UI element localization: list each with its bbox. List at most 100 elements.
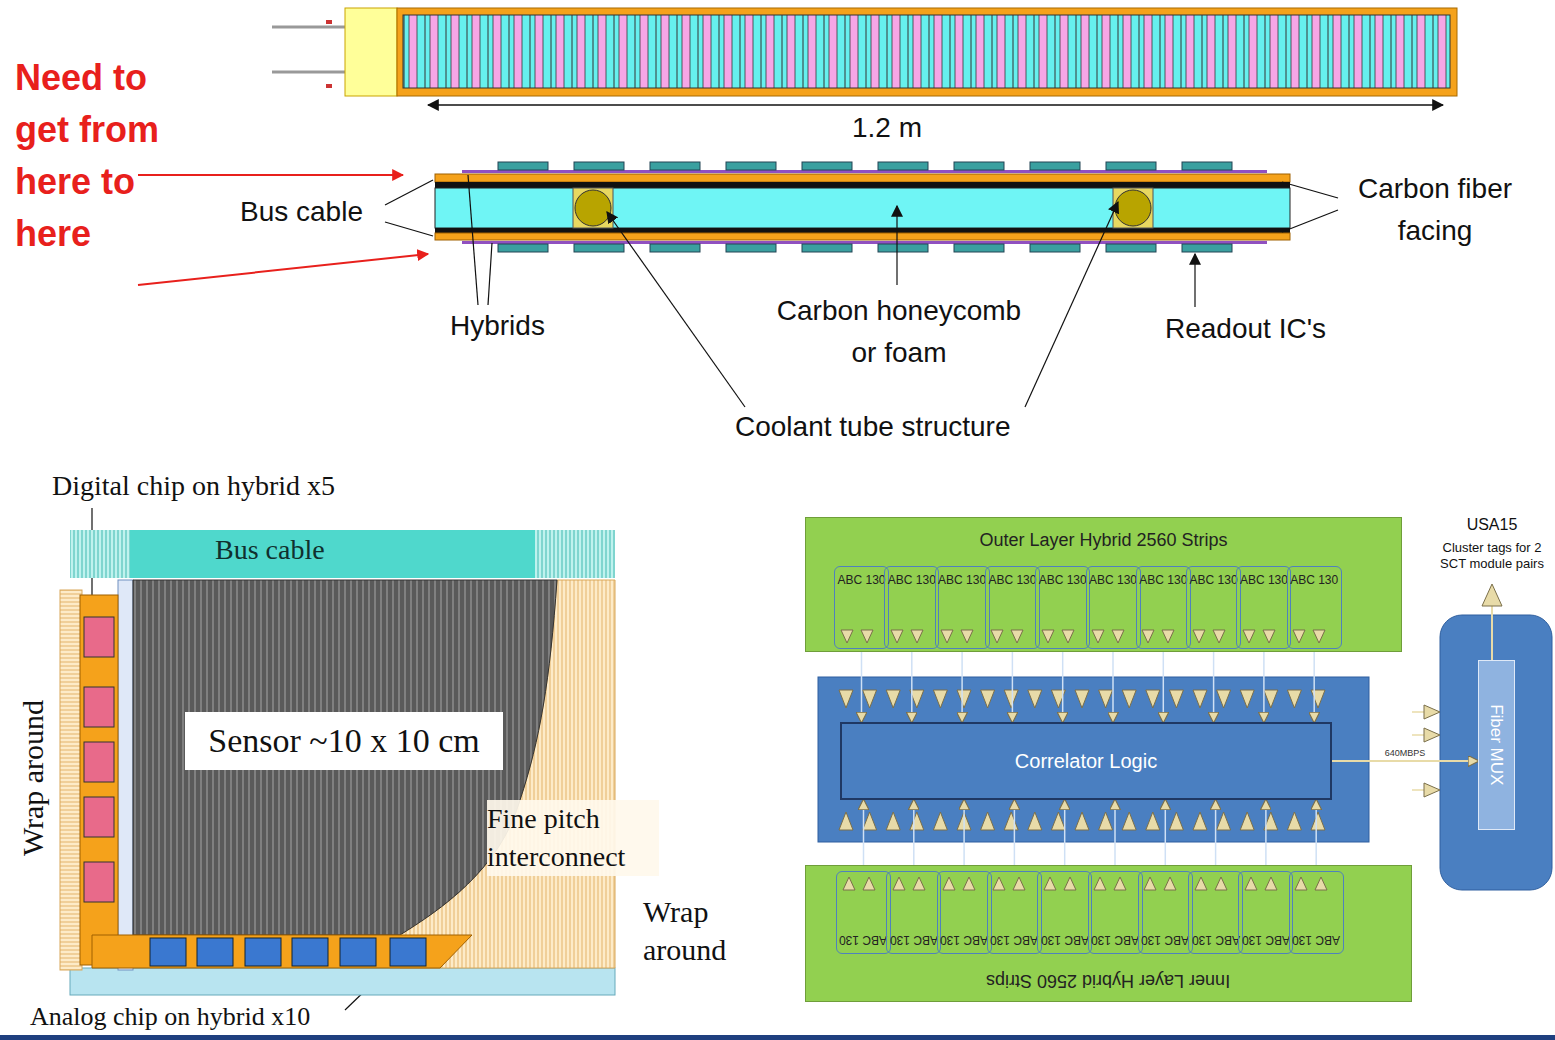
signal-arrow — [1142, 630, 1154, 643]
chip-arrows — [1085, 566, 1132, 649]
readout-ic — [650, 162, 700, 170]
readout-chip: ABC 130 — [1186, 566, 1241, 649]
mux-board — [1440, 615, 1552, 890]
part-label: Wrap around — [16, 700, 51, 856]
end-block — [345, 8, 397, 96]
readout-ic — [726, 244, 776, 252]
node-text: ABC 130 — [839, 932, 887, 946]
part-label: Wrap around — [643, 893, 743, 969]
signal-connector — [863, 800, 865, 871]
chip-arrows — [1238, 871, 1285, 954]
signal-arrow — [1099, 690, 1113, 708]
node-text: ABC 130 — [837, 574, 885, 588]
readout-ic — [574, 162, 624, 170]
signal-arrow — [933, 690, 947, 708]
readout-chip: ABC 130 — [884, 566, 939, 649]
signal-arrow — [839, 690, 853, 708]
leader-line — [385, 180, 433, 205]
signal-arrow — [963, 877, 975, 890]
pin-mark — [326, 20, 332, 24]
carbon-fiber-facing — [435, 228, 1290, 233]
readout-ic — [1182, 244, 1232, 252]
chip-arrows — [984, 566, 1031, 649]
bottom-rule — [0, 1035, 1555, 1040]
readout-ic — [726, 162, 776, 170]
signal-arrow — [893, 877, 905, 890]
leader-line — [488, 243, 492, 305]
part-label: Carbon fiber facing — [1345, 168, 1525, 252]
signal-arrow — [1263, 630, 1275, 643]
signal-arrow — [1144, 877, 1156, 890]
signal-arrow — [913, 877, 925, 890]
readout-chip: ABC 130 — [1289, 871, 1344, 954]
signal-connector — [1313, 649, 1315, 722]
signal-arrow — [1122, 690, 1136, 708]
signal-arrow — [1424, 728, 1440, 742]
chip-arrows — [1035, 566, 1082, 649]
signal-arrow — [1193, 630, 1205, 643]
signal-arrow — [1311, 812, 1325, 830]
node-text: Sensor ~10 x 10 cm — [208, 721, 480, 760]
signal-arrow — [1028, 812, 1042, 830]
chip-arrows — [1188, 871, 1235, 954]
signal-arrow — [1169, 690, 1183, 708]
bus-cable-lower — [70, 968, 615, 995]
chip-arrows — [1137, 871, 1184, 954]
wrap-around-flex — [60, 590, 82, 970]
node-text: ABC 130 — [1039, 574, 1087, 588]
readout-ic — [1182, 162, 1232, 170]
part-label: USA15 — [1452, 516, 1532, 534]
signal-arrow — [1044, 877, 1056, 890]
readout-ic — [878, 162, 928, 170]
chip-arrows — [986, 871, 1033, 954]
leader-line — [1282, 182, 1338, 198]
chip-arrows — [886, 871, 933, 954]
signal-arrow — [1315, 877, 1327, 890]
signal-arrow — [1217, 690, 1231, 708]
signal-arrow — [843, 877, 855, 890]
chip-arrows — [1037, 871, 1084, 954]
signal-arrow — [863, 812, 877, 830]
signal-arrow — [1245, 877, 1257, 890]
hybrid — [80, 595, 118, 965]
signal-arrow — [1013, 877, 1025, 890]
signal-connector — [1165, 800, 1167, 871]
chip-arrows — [1186, 566, 1233, 649]
node-text: ABC 130 — [1242, 932, 1290, 946]
signal-arrow — [943, 877, 955, 890]
signal-arrow — [1193, 812, 1207, 830]
node-text: ABC 130 — [938, 574, 986, 588]
readout-chip: ABC 130 — [1035, 566, 1090, 649]
readout-chip: ABC 130 — [836, 871, 891, 954]
signal-arrow — [1092, 630, 1104, 643]
analog-chip — [390, 938, 426, 966]
node-text: ABC 130 — [1190, 574, 1238, 588]
signal-connector — [911, 649, 913, 722]
signal-arrow — [993, 877, 1005, 890]
leader-line — [1194, 254, 1195, 307]
readout-chip: ABC 130 — [985, 566, 1040, 649]
interconnect-strip — [118, 580, 133, 970]
signal-connector — [1315, 800, 1317, 871]
node-text: ABC 130 — [1141, 932, 1189, 946]
signal-arrow — [863, 877, 875, 890]
signal-arrow — [1295, 877, 1307, 890]
readout-chip: ABC 130 — [1086, 566, 1141, 649]
chip-arrows — [1286, 566, 1333, 649]
signal-connector — [1213, 649, 1215, 722]
readout-chip: ABC 130 — [1188, 871, 1243, 954]
readout-chip: ABC 130 — [1138, 871, 1193, 954]
readout-chip: ABC 130 — [1287, 566, 1342, 649]
leader-line — [607, 212, 745, 407]
chip-arrows — [1288, 871, 1335, 954]
readout-chip: ABC 130 — [935, 566, 990, 649]
dimension-line — [428, 104, 1443, 105]
mux-input — [1412, 789, 1424, 791]
leader-line — [1282, 210, 1338, 232]
signal-connector — [1265, 800, 1267, 871]
signal-arrow — [1011, 630, 1023, 643]
part-label: Carbon honeycomb or foam — [768, 290, 1030, 374]
signal-arrow — [1215, 877, 1227, 890]
